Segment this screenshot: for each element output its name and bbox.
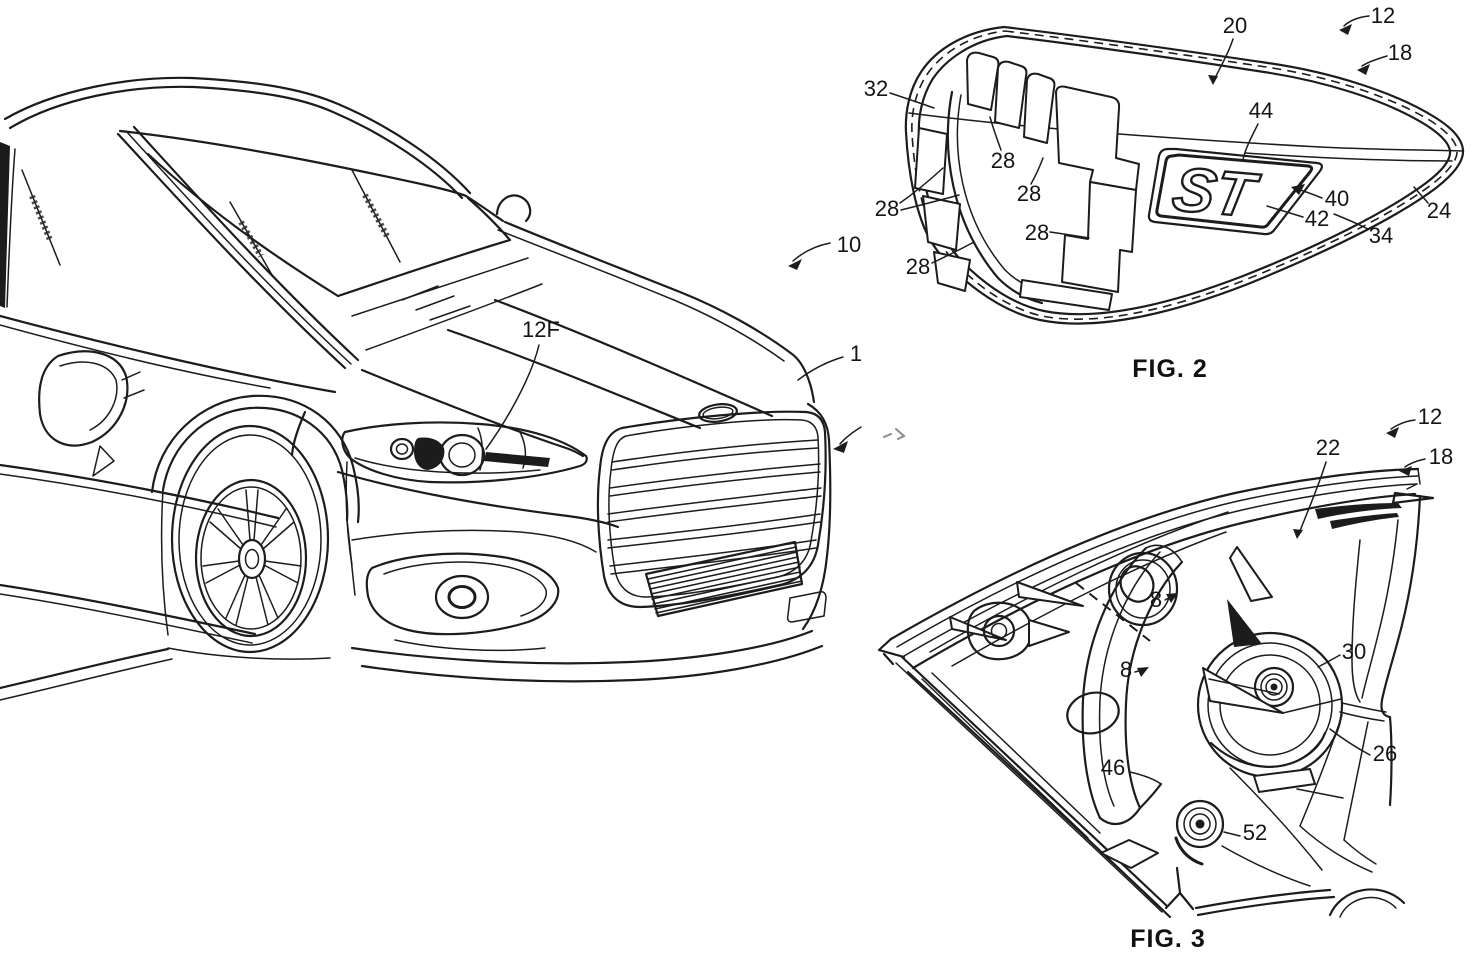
- fig3-caption: FIG. 3: [1130, 925, 1205, 953]
- fig1-reference-labels: 12F 10 1: [485, 232, 906, 453]
- ref-label-52: 52: [1243, 820, 1267, 845]
- ref-label-1: 1: [850, 341, 862, 366]
- ref-label-12F: 12F: [522, 317, 560, 342]
- ref-label-12: 12: [1418, 404, 1442, 429]
- fig1-vehicle-drawing: 12F 10 1: [0, 76, 906, 701]
- ref-label-44: 44: [1249, 98, 1273, 123]
- ref-label-28e: 28: [906, 254, 930, 279]
- fig1-headlamp: [341, 421, 588, 484]
- fig3-grommet: [1174, 799, 1225, 866]
- fig1-grille: [596, 410, 827, 609]
- ref-label-20: 20: [1223, 13, 1247, 38]
- fig2-caption: FIG. 2: [1132, 355, 1207, 383]
- ref-label-28a: 28: [991, 148, 1015, 173]
- ref-label-10: 10: [837, 232, 861, 257]
- ref-label-24: 24: [1427, 198, 1451, 223]
- ref-label-8b: 8: [1120, 657, 1132, 682]
- ref-label-46: 46: [1101, 755, 1125, 780]
- ref-label-34: 34: [1369, 223, 1393, 248]
- ref-label-30: 30: [1342, 639, 1366, 664]
- ref-label-8a: 8: [1150, 587, 1162, 612]
- ref-label-22: 22: [1316, 435, 1340, 460]
- st-badge-text: ST: [1167, 155, 1264, 230]
- wheel-spokes: [202, 489, 302, 626]
- ref-label-28d: 28: [1025, 220, 1049, 245]
- fig2-optic-flutes: [914, 51, 1140, 311]
- ref-label-28b: 28: [1017, 181, 1041, 206]
- fig2-reference-labels: 32 28 28 28 28 28 20 44 12 18 24 34: [864, 3, 1451, 279]
- ref-label-26: 26: [1373, 741, 1397, 766]
- ref-label-18: 18: [1388, 40, 1412, 65]
- ref-label-32: 32: [864, 76, 888, 101]
- brand-badge-icon: [698, 403, 738, 423]
- fig3-housing-drawing: 12 18 22 8 8 30 26 46 52 FIG. 3: [877, 404, 1453, 953]
- ref-label-28c: 28: [875, 196, 899, 221]
- ref-label-40: 40: [1325, 186, 1349, 211]
- fig1-fog-lamp: [365, 552, 560, 636]
- fig2-st-badge: ST: [1147, 147, 1324, 236]
- ref-label-42: 42: [1305, 206, 1329, 231]
- fig2-lens-drawing: ST 32 28 28 28 28 28 20 44 12 18: [864, 3, 1465, 383]
- ref-label-18: 18: [1429, 444, 1453, 469]
- ref-label-12: 12: [1371, 3, 1395, 28]
- fig3-reference-labels: 12 18 22 8 8 30 26 46 52: [1101, 404, 1453, 845]
- fig1-lower-intake: [644, 540, 804, 618]
- fig3-bulb-socket: [1196, 631, 1344, 793]
